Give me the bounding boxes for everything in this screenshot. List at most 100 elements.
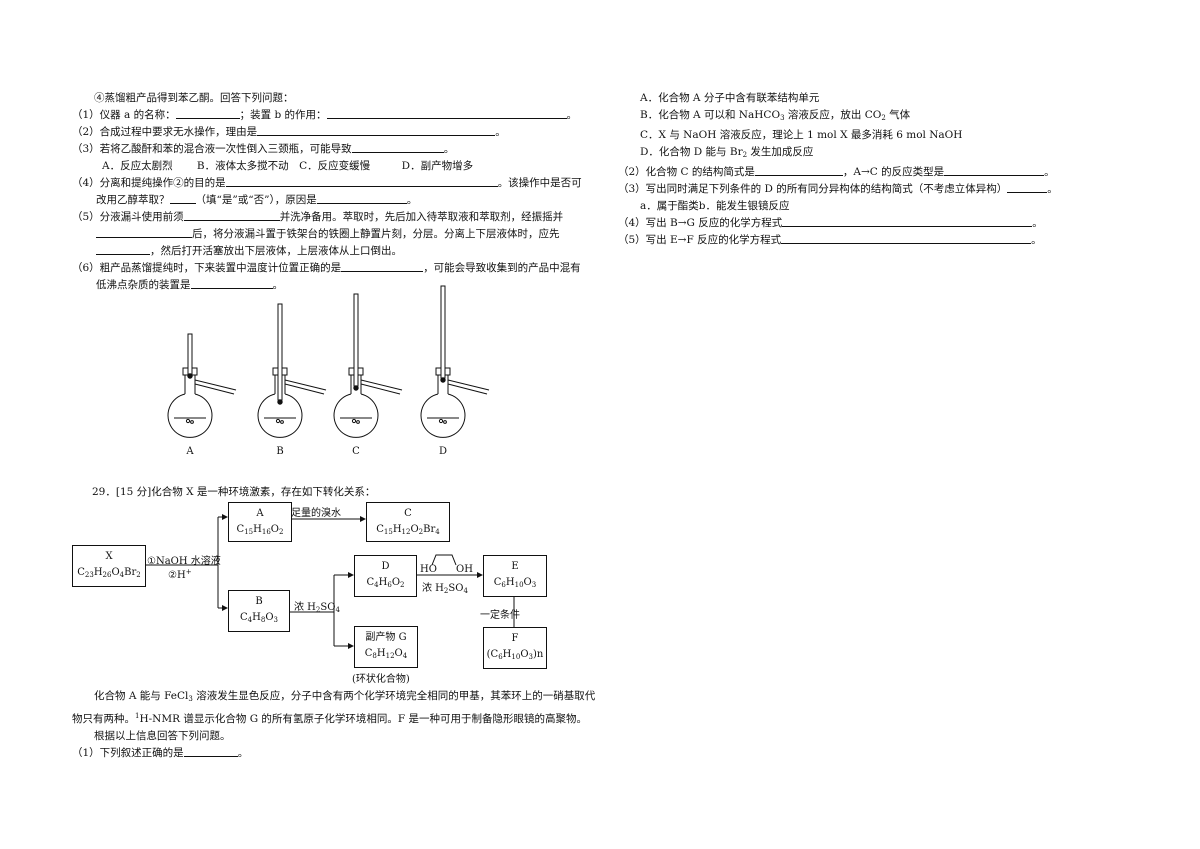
answer-blank [316,192,407,204]
left-text: A．反应太剧烈 B．液体太多搅不动 C．反应变缓慢 D．副产物增多 [102,160,474,172]
right-line: （3）写出同时满足下列条件的 D 的所有同分异构体的结构简式（不考虑立体异构）。 [618,181,1088,198]
left-text: 。 [406,194,418,206]
compound-d-label: D [381,561,390,572]
answer-blank [175,107,240,119]
question-29-intro: 29．[15 分]化合物 X 是一种环境激素，存在如下转化关系： [92,486,376,498]
compound-g-formula: C8H12O4 [364,648,408,660]
left-text: （4）分离和提纯操作②的目的是 [72,177,226,189]
left-text: （6）粗产品蒸馏提纯时，下来装置中温度计位置正确的是 [72,262,342,274]
left-line: 后，将分液漏斗置于铁架台的铁圈上静置片刻，分层。分离上下层液体时，应先 [72,226,592,243]
compound-c-box: C C15H12O2Br4 [366,502,450,542]
reaction-flow-diagram: X C23H26O4Br2 A C15H16O2 C C15H12O2Br4 B… [72,500,592,692]
right-text: B．化合物 A 可以和 NaHCO3 溶液反应，放出 CO2 气体 [640,109,911,122]
compound-a-box: A C15H16O2 [228,502,292,542]
answer-blank [754,164,843,176]
compound-f-label: F [511,633,519,644]
compound-g-label: 副产物 G [365,632,407,643]
left-text: 低沸点杂质的装置是 [96,279,191,291]
left-text: （2）合成过程中要求无水操作，理由是 [72,126,258,138]
right-text: a．属于酯类b．能发生银镜反应 [640,200,790,212]
compound-d-formula: C4H6O2 [366,577,405,589]
right-text: D．化合物 D 能与 Br2 发生加成反应 [640,146,814,159]
apparatus-label: C [352,446,360,457]
compound-g-note: (环状化合物) [352,674,410,685]
compound-f-formula: (C6H10O3)n [486,649,544,661]
left-text: 。 [566,109,578,121]
right-line: A．化合物 A 分子中含有联苯结构单元 [618,90,1088,107]
answer-blank [96,226,192,238]
left-text: 后，将分液漏斗置于铁架台的铁圈上静置片刻，分层。分离上下层液体时，应先 [192,228,560,240]
after-para-3: 根据以上信息回答下列问题。 [94,730,231,742]
question-29-text: 化合物 A 能与 FeCl3 溶液发生显色反应，分子中含有两个化学环境完全相同的… [72,688,596,762]
left-line: 低沸点杂质的装置是。 [72,277,592,294]
after-para-1: 化合物 A 能与 FeCl3 溶液发生显色反应，分子中含有两个化学环境完全相同的… [94,690,596,703]
compound-c-label: C [404,508,412,519]
left-text: （3）若将乙酸酐和苯的混合液一次性倒入三颈瓶，可能导致 [72,143,352,155]
left-text: （1）仪器 a 的名称： [72,109,176,121]
right-text: 。 [1044,166,1055,178]
left-text: ④蒸馏粗产品得到苯乙酮。回答下列问题： [94,92,294,104]
right-text: 。 [1047,183,1058,195]
right-text: （5）写出 E→F 反应的化学方程式 [618,234,782,246]
answer-blank [1007,181,1048,193]
compound-d-box: D C4H6O2 [354,555,417,597]
left-text: ；装置 b 的作用： [239,109,327,121]
glycol-oh: OH [456,564,473,575]
flask-B [257,303,327,438]
right-text: 。 [1031,234,1042,246]
answer-blank [326,107,567,119]
answer-blank [944,164,1045,176]
flow-arrows [144,514,517,649]
answer-blank [225,175,498,187]
left-line: （2）合成过程中要求无水操作，理由是 。 [72,124,592,141]
right-text: C．X 与 NaOH 溶液反应，理论上 1 mol X 最多消耗 6 mol N… [640,129,963,141]
right-line: C．X 与 NaOH 溶液反应，理论上 1 mol X 最多消耗 6 mol N… [618,127,1088,144]
flask-D [420,285,490,438]
compound-b-formula: C4H8O3 [240,612,278,624]
answer-blank [257,124,496,136]
compound-a-label: A [256,508,264,519]
left-text: 。 [443,143,455,155]
right-text: （4）写出 B→G 反应的化学方程式 [618,217,783,229]
apparatus-label: B [276,446,283,457]
compound-g-box: 副产物 G C8H12O4 [354,626,418,668]
left-text: 。 [495,126,506,138]
after-para-2: 物只有两种。1H-NMR 谱显示化合物 G 的所有氢原子化学环境相同。F 是一种… [72,712,588,725]
condition-e-to-f: 一定条件 [480,610,520,621]
question-29-1: （1）下列叙述正确的是。 [72,745,249,759]
compound-f-box: F (C6H10O3)n [483,627,547,669]
left-text: 并洗净备用。萃取时，先后加入待萃取液和萃取剂，经振摇并 [279,211,564,223]
answer-blank [183,745,238,757]
condition-b-to-d: 浓 H2SO4 [294,602,340,614]
right-line: B．化合物 A 可以和 NaHCO3 溶液反应，放出 CO2 气体 [618,107,1088,127]
answer-blank [96,243,150,255]
left-text: 改用乙醇萃取？ [96,194,170,206]
left-line: ，然后打开活塞放出下层液体，上层液体从上口倒出。 [72,243,592,260]
answer-blank [190,277,273,289]
left-line: ④蒸馏粗产品得到苯乙酮。回答下列问题： [72,90,592,107]
compound-e-label: E [511,561,519,572]
right-line: D．化合物 D 能与 Br2 发生加成反应 [618,144,1088,164]
compound-e-box: E C6H10O3 [483,555,547,597]
right-text: （2）化合物 C 的结构简式是 [618,166,755,178]
compound-a-formula: C15H16O2 [236,524,284,536]
glycol-ho: HO [420,564,437,575]
right-line: （2）化合物 C 的结构简式是 ，A→C 的反应类型是 。 [618,164,1088,181]
left-text: 。该操作中是否可 [497,177,582,189]
answer-blank [351,141,444,153]
answer-blank [782,215,1033,227]
answer-blank [183,209,280,221]
compound-x-label: X [105,551,113,562]
flask-C [333,293,403,438]
right-line: a．属于酯类b．能发生银镜反应 [618,198,1088,215]
compound-c-formula: C15H12O2Br4 [376,524,440,536]
compound-x-formula: C23H26O4Br2 [77,567,141,579]
apparatus-label: A [185,446,194,457]
right-text: A．化合物 A 分子中含有联苯结构单元 [640,92,820,104]
condition-bromine-water: 足量的溴水 [291,508,341,519]
compound-b-box: B C4H8O3 [228,590,290,632]
right-text: ，A→C 的反应类型是 [842,166,945,178]
left-text: ，然后打开活塞放出下层液体，上层液体从上口倒出。 [150,245,402,257]
right-text: 。 [1032,217,1043,229]
